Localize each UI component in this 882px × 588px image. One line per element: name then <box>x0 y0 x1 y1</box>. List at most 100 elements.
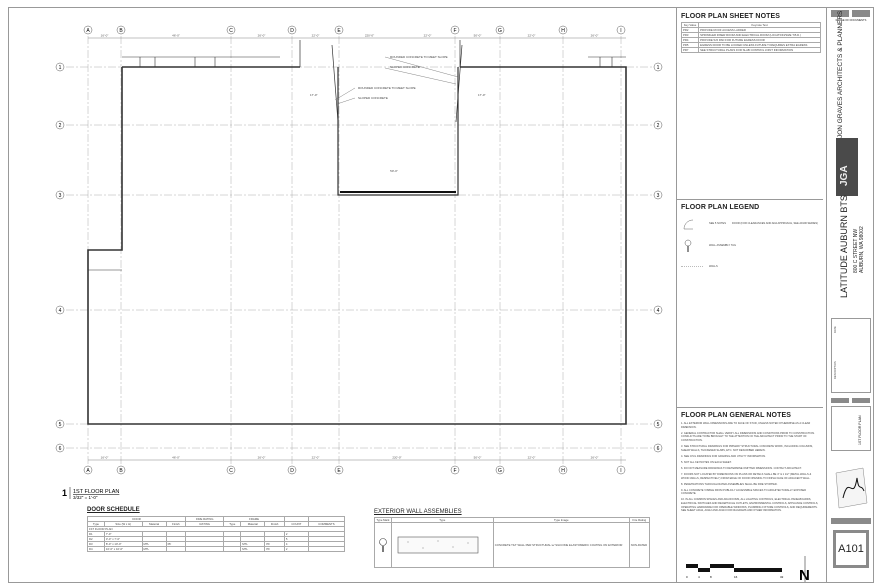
general-note: 2. GENERAL CONTRACTOR SHALL VERIFY ALL D… <box>681 431 815 442</box>
grid-label: A <box>86 28 90 34</box>
grid-bubble <box>495 25 505 35</box>
sheet-number: A101 <box>838 543 864 555</box>
grid-bubble <box>116 465 126 475</box>
grid-label: 2 <box>59 123 62 129</box>
general-note: 1. ALL EXTERIOR WALL DIMENSIONS ARE TO F… <box>681 422 811 429</box>
scale-tick: 8 <box>710 575 712 579</box>
scale-tick: 32 <box>780 575 784 579</box>
sheet-name-box: 1ST FLOOR PLAN <box>831 406 871 451</box>
grid-bubble <box>653 443 663 453</box>
grid-bubble <box>226 25 236 35</box>
grid-bubble <box>616 465 626 475</box>
dimension: 17'-0" <box>478 93 486 97</box>
dimension: 17'-0" <box>310 93 318 97</box>
grid-label: E <box>337 28 341 34</box>
plan-annotations: ROUNDED CONCRETE TO MEET SLOPE SLOPED CO… <box>310 55 486 173</box>
dock-width-dimension: 50'-0" <box>390 169 398 173</box>
dimension-label: 46'-0" <box>172 34 180 38</box>
scale-tick: 0 <box>686 575 688 579</box>
dimension-label: 22'-0" <box>528 456 536 460</box>
column-header: Type Mark <box>374 517 392 523</box>
view-number: 1 <box>62 488 67 498</box>
dimension-label: 46'-0" <box>172 456 180 460</box>
table-cell <box>223 546 242 552</box>
grid-label: 5 <box>657 422 660 428</box>
door-symbol-icon <box>683 219 694 230</box>
general-note: 7. DOORS NOT LOCATED BY DIMENSIONS ON PL… <box>681 472 812 480</box>
grid-bubble <box>55 120 65 130</box>
left-stair-room <box>87 250 122 271</box>
exterior-wall <box>87 66 627 425</box>
grid-bubble <box>287 465 297 475</box>
grid-bubble <box>83 465 93 475</box>
grid-label: B <box>119 468 123 474</box>
table-cell: D4 <box>87 546 105 552</box>
grid-label: F <box>453 28 456 34</box>
wall-line-icon <box>681 266 703 268</box>
grid-bubble <box>653 190 663 200</box>
annotation: ROUNDED CONCRETE TO MEET SLOPE <box>390 55 448 59</box>
description-label: DESCRIPTION <box>834 361 837 379</box>
door-schedule-title: DOOR SCHEDULE <box>87 507 140 513</box>
dimension-strings: 16'-0"46'-0"26'-0"22'-0"220'-0"22'-0"50'… <box>88 34 626 461</box>
grid-label: 6 <box>657 446 660 452</box>
wall-description: CONCRETE TILT WALL PER STRUCTURAL w/ SIL… <box>492 522 630 568</box>
wall-fire-rating: NON-RATED <box>628 522 651 568</box>
project-address-2: AUBURN, WA 98002 <box>859 226 865 273</box>
grid-bubble <box>450 25 460 35</box>
legend-text: DOOR (FOR CLEARANCES AND ADA APPROACH, S… <box>732 222 818 226</box>
general-note: 10. IN ALL COMMON SPACES AND ADA ROOMS, … <box>681 498 819 513</box>
grid-bubble <box>55 443 65 453</box>
view-title: 1 1ST FLOOR PLAN 3/32" = 1'-0" <box>62 487 119 500</box>
table-cell: PR7 <box>680 47 700 53</box>
grid-bubble <box>653 120 663 130</box>
grid-label: B <box>119 28 123 34</box>
grid-label: 1 <box>59 65 62 71</box>
grid-bubble <box>55 419 65 429</box>
firm-logo: JGA <box>836 138 858 196</box>
wall-tag-icon <box>374 522 392 568</box>
firm-name: JON GRAVES ARCHITECTS & PLANNERS <box>837 10 844 138</box>
annotation: SLOPED CONCRETE <box>390 65 420 69</box>
north-arrow-icon: N <box>799 567 810 584</box>
grid-bubble <box>55 190 65 200</box>
architect-stamp <box>831 463 871 513</box>
reuse-notice: REUSE OF DOCUMENTS <box>835 19 867 22</box>
table-cell: EGRESS DOOR TO BE LOCKED UNLESS FUTURE T… <box>698 42 821 48</box>
scale-tick: 16 <box>734 575 738 579</box>
wall-section-image <box>390 522 494 568</box>
grid-label: 4 <box>657 308 660 314</box>
grid-label: 3 <box>657 193 660 199</box>
grid-label: G <box>498 468 502 474</box>
legend-title: FLOOR PLAN LEGEND <box>681 204 760 211</box>
grid-label: E <box>337 468 341 474</box>
grid-label: 5 <box>59 422 62 428</box>
grid-bubble <box>226 465 236 475</box>
general-note: 6. DO NOT MEASURE DRAWINGS TO DETERMINE … <box>681 466 802 470</box>
table-cell: MTL <box>141 546 167 552</box>
general-note: 4. SEE CIVIL DRAWINGS FOR GRADING AND UT… <box>681 454 766 458</box>
dimension-label: 22'-0" <box>312 456 320 460</box>
dock-recess-wall <box>337 67 459 196</box>
grid-label: H <box>561 28 565 34</box>
general-note: 5. NOT ALL KEYNOTES ON EACH SHEET. <box>681 460 732 464</box>
grid-bubble <box>287 25 297 35</box>
room-partitions <box>122 56 626 67</box>
project-name: LATITUDE AUBURN BTS <box>839 195 849 298</box>
annotation: SLOPED CONCRETE <box>358 96 388 100</box>
general-notes-title: FLOOR PLAN GENERAL NOTES <box>681 412 791 419</box>
legend-text: WALL ASSEMBLY TAG <box>709 244 737 248</box>
dimension-label: 50'-0" <box>474 456 482 460</box>
dimension-label: 26'-0" <box>591 34 599 38</box>
sheet-notes-title: FLOOR PLAN SHEET NOTES <box>681 13 781 20</box>
table-cell: 2 <box>283 546 309 552</box>
dimension-label: 26'-0" <box>258 34 266 38</box>
dimension-label: 26'-0" <box>591 456 599 460</box>
grid-label: 2 <box>657 123 660 129</box>
grid-bubble <box>616 25 626 35</box>
